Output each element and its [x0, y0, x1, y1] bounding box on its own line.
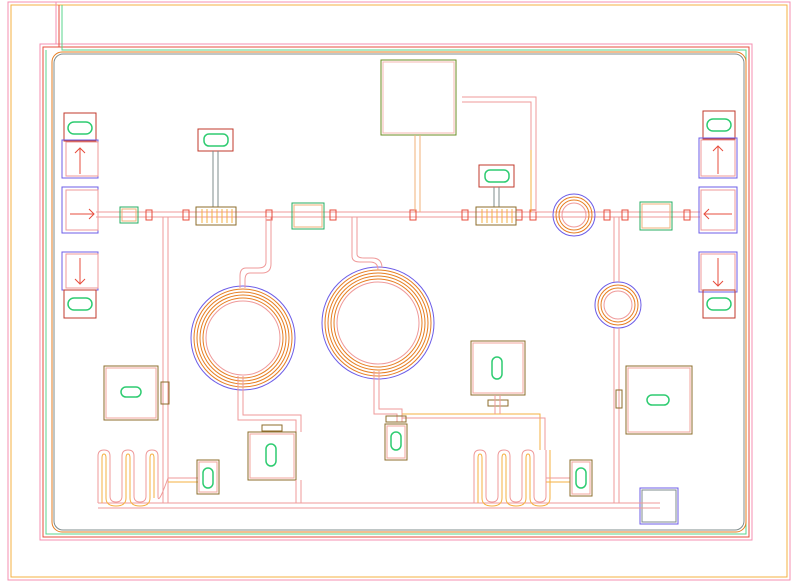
- reaction-chamber-small: [384, 415, 408, 461]
- top-reservoir: [380, 59, 537, 212]
- outer-frame: [7, 1, 791, 581]
- left-inlets: [61, 112, 99, 319]
- arrow-left-icon: [703, 208, 732, 220]
- reaction-chamber-center-left: [247, 424, 302, 503]
- valve-left[interactable]: [195, 128, 237, 226]
- inlet-port-right-top[interactable]: [702, 110, 736, 140]
- serpentine-heater-left: [97, 449, 198, 507]
- right-inlets: [698, 110, 738, 319]
- arrow-down-icon: [74, 258, 86, 285]
- spiral-mixer-left: [190, 217, 302, 432]
- valve-right[interactable]: [475, 164, 517, 226]
- inlet-port-left-bottom[interactable]: [63, 289, 97, 319]
- arrow-up-icon: [74, 147, 86, 174]
- reaction-chamber-right: [625, 365, 693, 435]
- reaction-chamber-center-right: [470, 340, 526, 414]
- inlet-port-right-middle[interactable]: [698, 186, 738, 234]
- reaction-chamber-left: [103, 217, 170, 503]
- waste-outlet[interactable]: [622, 487, 679, 525]
- outlet-port-right[interactable]: [569, 459, 593, 497]
- arrow-right-icon: [70, 208, 95, 220]
- arrow-up-icon: [712, 145, 724, 174]
- bottom-channel: [98, 502, 660, 509]
- inlet-port-left-middle[interactable]: [61, 186, 99, 234]
- serpentine-heater-right: [473, 449, 570, 507]
- arrow-down-icon: [712, 258, 724, 287]
- channel-connectors: [119, 201, 691, 231]
- inlet-port-left-top[interactable]: [63, 112, 97, 142]
- main-channel: [96, 211, 700, 218]
- outlet-port-left[interactable]: [196, 459, 220, 495]
- inlet-port-right-bottom[interactable]: [702, 289, 736, 319]
- ring-mixer-top: [552, 193, 596, 237]
- ring-mixer-bottom: [594, 217, 642, 503]
- spiral-mixer-right: [321, 217, 546, 450]
